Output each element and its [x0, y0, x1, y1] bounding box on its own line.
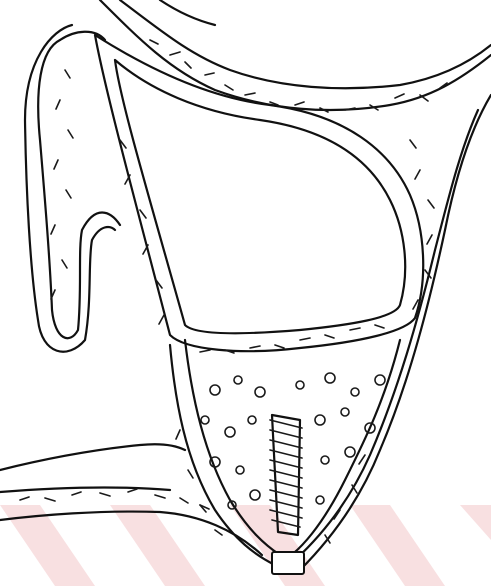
upper-outline	[100, 0, 491, 110]
cavity-outline	[95, 35, 423, 351]
tip-block	[272, 552, 304, 574]
bubble-pattern	[201, 373, 385, 509]
left-projection	[25, 25, 120, 352]
